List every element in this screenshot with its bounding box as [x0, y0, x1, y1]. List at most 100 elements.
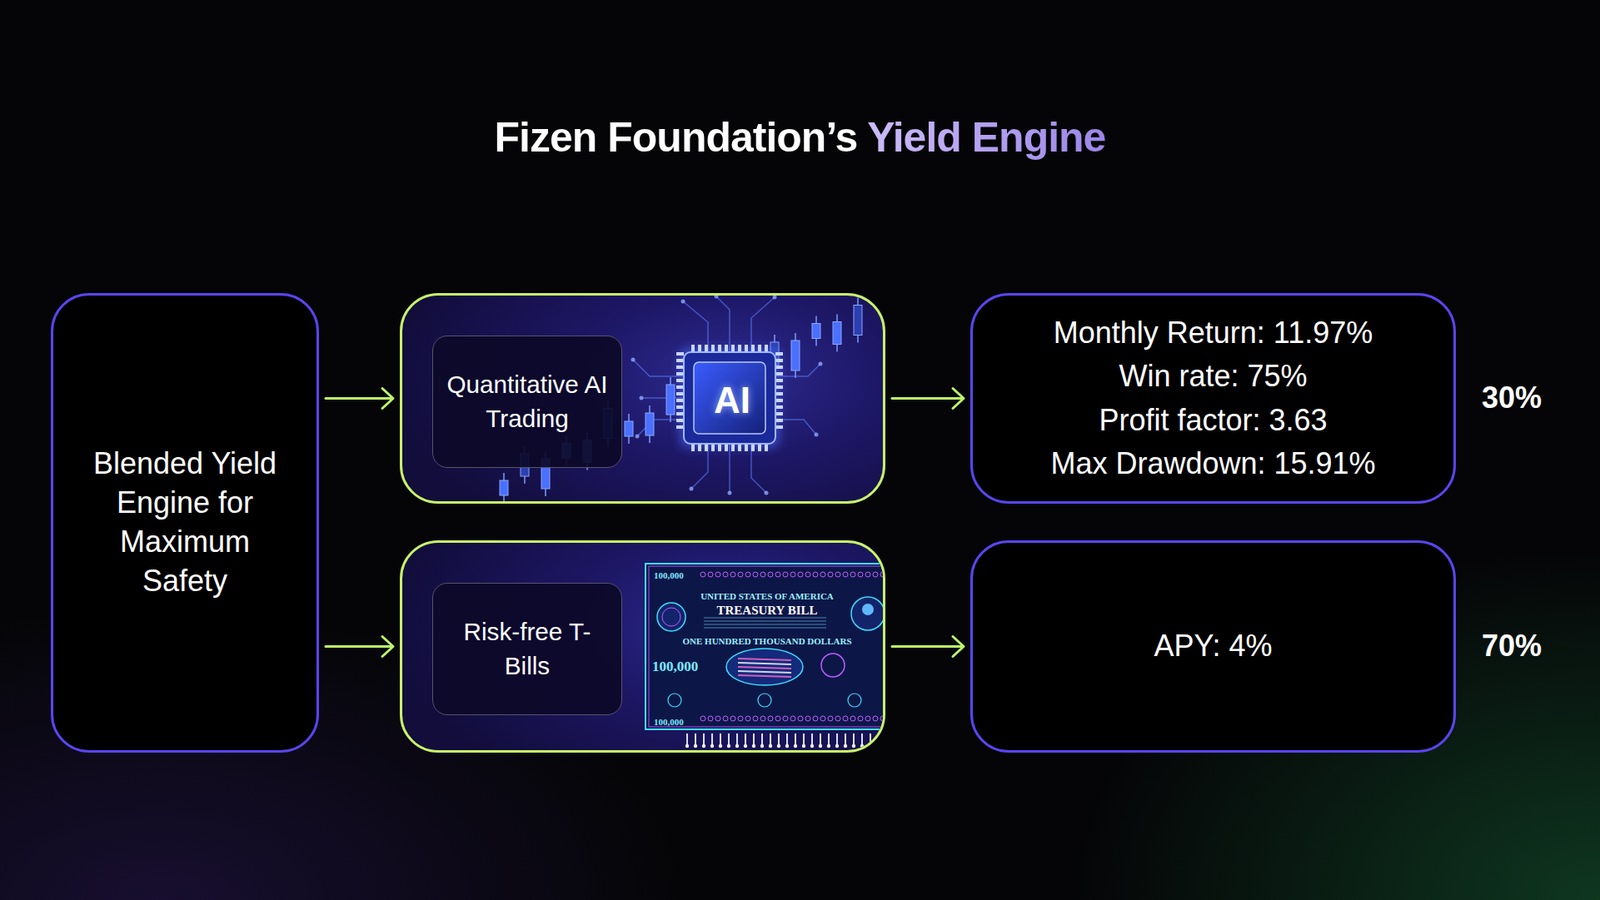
circuit-trace [751, 443, 767, 494]
candle-body [812, 323, 821, 339]
illustration-text: 100,000 [653, 717, 684, 728]
comb-tick [819, 733, 822, 745]
circuit-pad [631, 358, 636, 363]
arrow-shaft [325, 645, 392, 648]
bill-small-seal [667, 693, 682, 708]
chip-pin [691, 344, 695, 353]
chip-pin [676, 385, 684, 389]
comb-tick [836, 733, 838, 745]
chip-pin [676, 365, 684, 369]
strategy-panel: AIQuantitative AI Trading [399, 293, 886, 504]
chip-pin [764, 443, 768, 452]
circuit-pad [639, 396, 644, 401]
comb-tick [877, 733, 880, 745]
chip-pin [744, 443, 748, 452]
bill-scallop [760, 716, 766, 722]
chip-pin [775, 405, 783, 409]
bill-scallop [820, 572, 826, 578]
comb-dot [818, 744, 823, 748]
circuit-pad [772, 295, 778, 300]
comb-tick [794, 733, 797, 745]
bill-scallop [872, 572, 878, 578]
circuit-pad [714, 294, 719, 300]
chip-pin [775, 365, 783, 369]
bill-seal [662, 608, 681, 627]
comb-dot [685, 744, 689, 748]
arrow-connector [325, 637, 394, 658]
comb-dot [835, 744, 839, 748]
comb-tick [719, 733, 722, 745]
bill-scallop [700, 572, 706, 578]
illustration-text: ONE HUNDRED THOUSAND DOLLARS [667, 636, 868, 647]
bill-scallop [820, 716, 826, 722]
chip-pin [775, 418, 783, 423]
bill-scallop [842, 716, 848, 722]
comb-dot [768, 744, 773, 748]
comb-dot [868, 744, 873, 748]
chip-pin [764, 344, 768, 353]
flag-stripe [737, 671, 792, 673]
candle-body [832, 322, 842, 345]
flag-stripe [737, 675, 792, 678]
bill-portrait-head [862, 603, 874, 616]
bill-scallop [715, 572, 721, 578]
arrow-connector [892, 388, 964, 409]
arrow-head [952, 637, 964, 658]
box-text: Blended Yield Engine for Maximum Safety [73, 444, 297, 601]
circuit-trace [641, 397, 684, 399]
chip-pin [676, 398, 684, 403]
box-text: APY: 4% [1153, 624, 1272, 668]
comb-tick [811, 733, 813, 745]
bill-scallop [812, 716, 818, 722]
comb-tick [869, 733, 872, 745]
arrow-connector [325, 388, 394, 409]
bill-scallop [752, 716, 758, 722]
circuit-trace [716, 296, 730, 353]
chip-pin [676, 352, 684, 356]
chip-pin [731, 344, 735, 353]
comb-dot [710, 744, 714, 748]
bill-border [645, 563, 886, 730]
chip-pin [697, 344, 702, 353]
bill-scallop [760, 572, 766, 578]
circuit-trace [728, 443, 731, 494]
bill-scallop [707, 716, 713, 722]
circuit-trace [775, 419, 817, 435]
box-text: Max Drawdown: 15.91% [1050, 442, 1376, 486]
chip-pin [775, 392, 783, 396]
chip-pin [717, 443, 722, 452]
circuit-pad [635, 434, 640, 439]
circuit-pad [681, 299, 686, 305]
comb-tick [844, 733, 847, 745]
comb-tick [752, 733, 755, 745]
comb-tick [727, 733, 730, 745]
chip-pin [676, 405, 684, 409]
bill-scallop [797, 716, 803, 722]
bill-fine-print [703, 618, 827, 619]
comb-dot [735, 744, 739, 748]
candle-body [624, 421, 634, 437]
chip-pin [676, 412, 684, 416]
flag-stripe [737, 658, 792, 661]
comb-dot [793, 744, 798, 748]
comb-dot [843, 744, 848, 748]
bill-oval [726, 648, 803, 686]
bill-small-seal [757, 693, 772, 708]
comb-tick [686, 733, 688, 745]
illustration-text: 100,000 [652, 659, 698, 676]
bill-scallop [872, 716, 878, 722]
chip-pin [717, 344, 722, 353]
arrow-shaft [892, 645, 962, 648]
bill-scallop [700, 716, 706, 722]
bill-scallop [857, 572, 863, 578]
comb-dot [752, 744, 756, 748]
share-percentage: 70% [1481, 628, 1542, 664]
circuit-trace [633, 359, 684, 377]
comb-dot [810, 744, 814, 748]
chip-pin [731, 443, 735, 452]
chip-pin [775, 385, 783, 389]
bill-inner-border [648, 566, 886, 728]
bill-scallop [857, 716, 863, 722]
comb-dot [693, 744, 698, 748]
